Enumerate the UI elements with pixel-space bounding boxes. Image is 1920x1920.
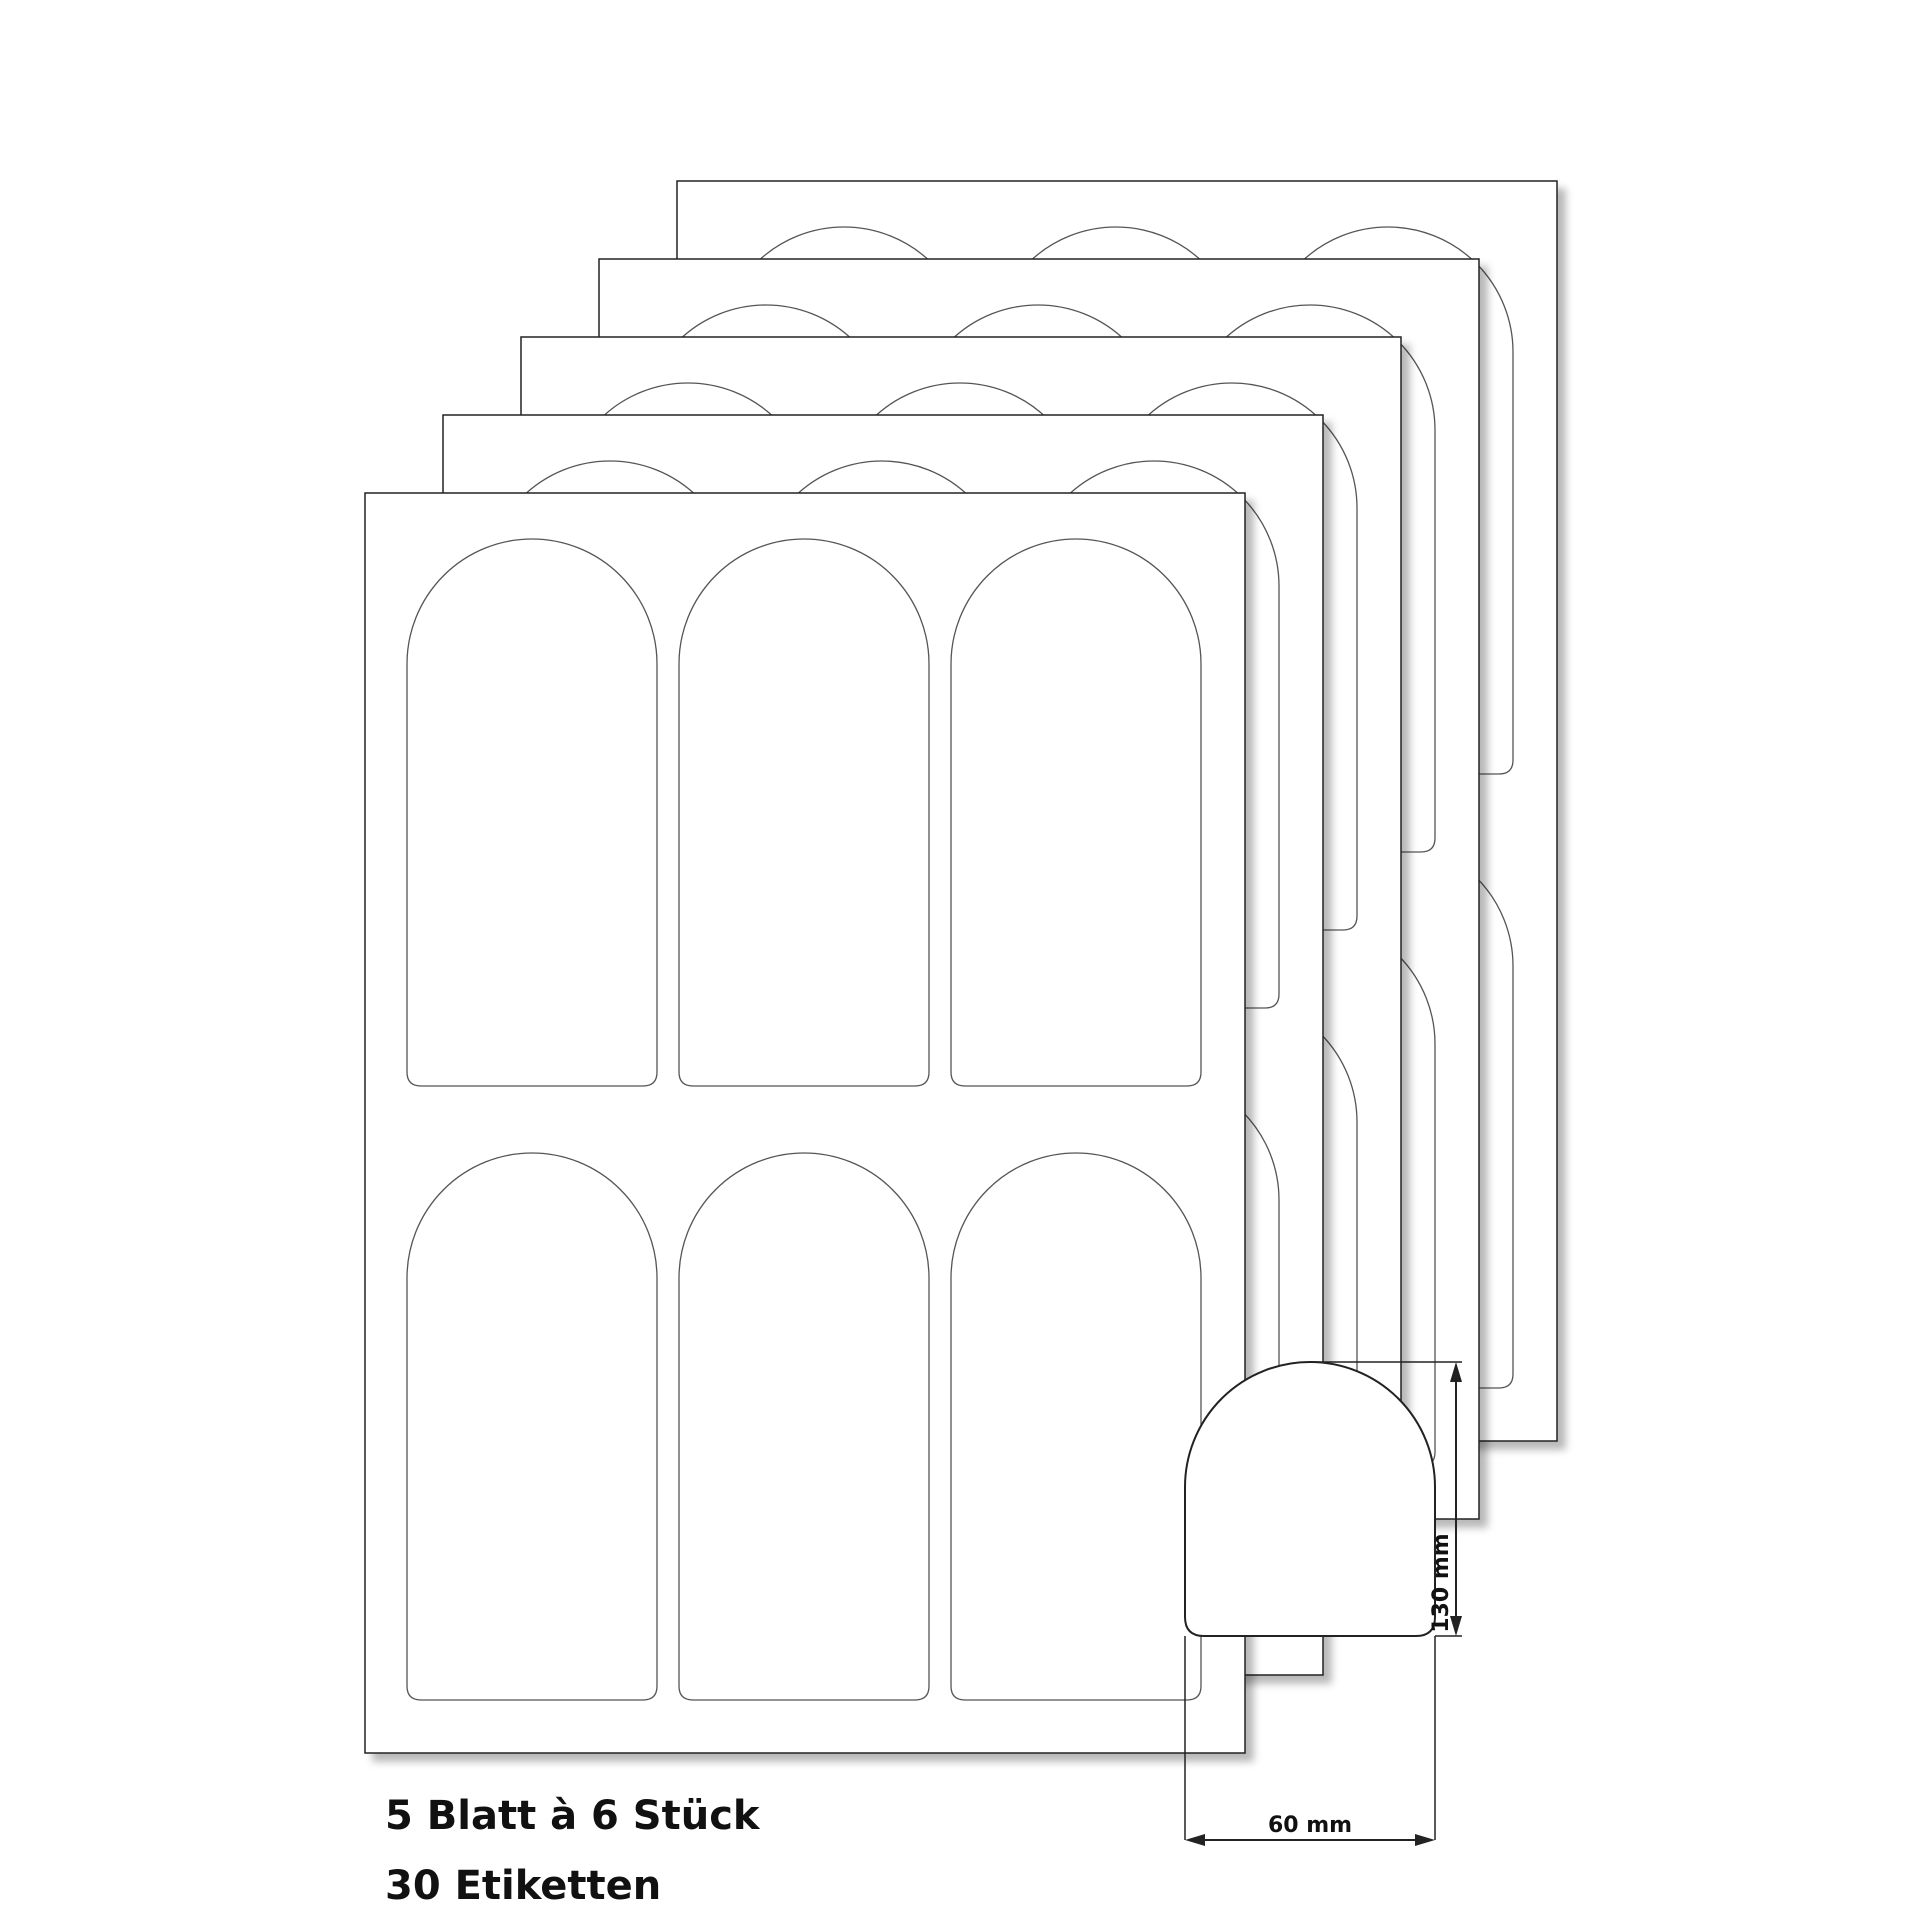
caption-sheets: 5 Blatt à 6 Stück [385, 1793, 760, 1839]
arrow-right-icon [1415, 1834, 1435, 1846]
arch-label [406, 1152, 658, 1701]
arch-label [950, 1152, 1202, 1701]
single-label-with-dimensions: 130 mm 60 mm [1184, 1361, 1462, 1846]
width-dimension-label: 60 mm [1268, 1813, 1352, 1838]
arch-label [678, 538, 930, 1087]
caption-label-total: 30 Etiketten [385, 1863, 662, 1909]
sheet-paper [364, 492, 1246, 1754]
label-sheet-1 [364, 492, 1246, 1754]
arrow-down-icon [1450, 1616, 1462, 1636]
arrow-left-icon [1185, 1834, 1205, 1846]
arrow-up-icon [1450, 1362, 1462, 1382]
arch-label [950, 538, 1202, 1087]
arch-label [678, 1152, 930, 1701]
single-label-shape [1184, 1361, 1436, 1637]
arch-label [406, 538, 658, 1087]
height-dimension-label: 130 mm [1429, 1533, 1454, 1632]
